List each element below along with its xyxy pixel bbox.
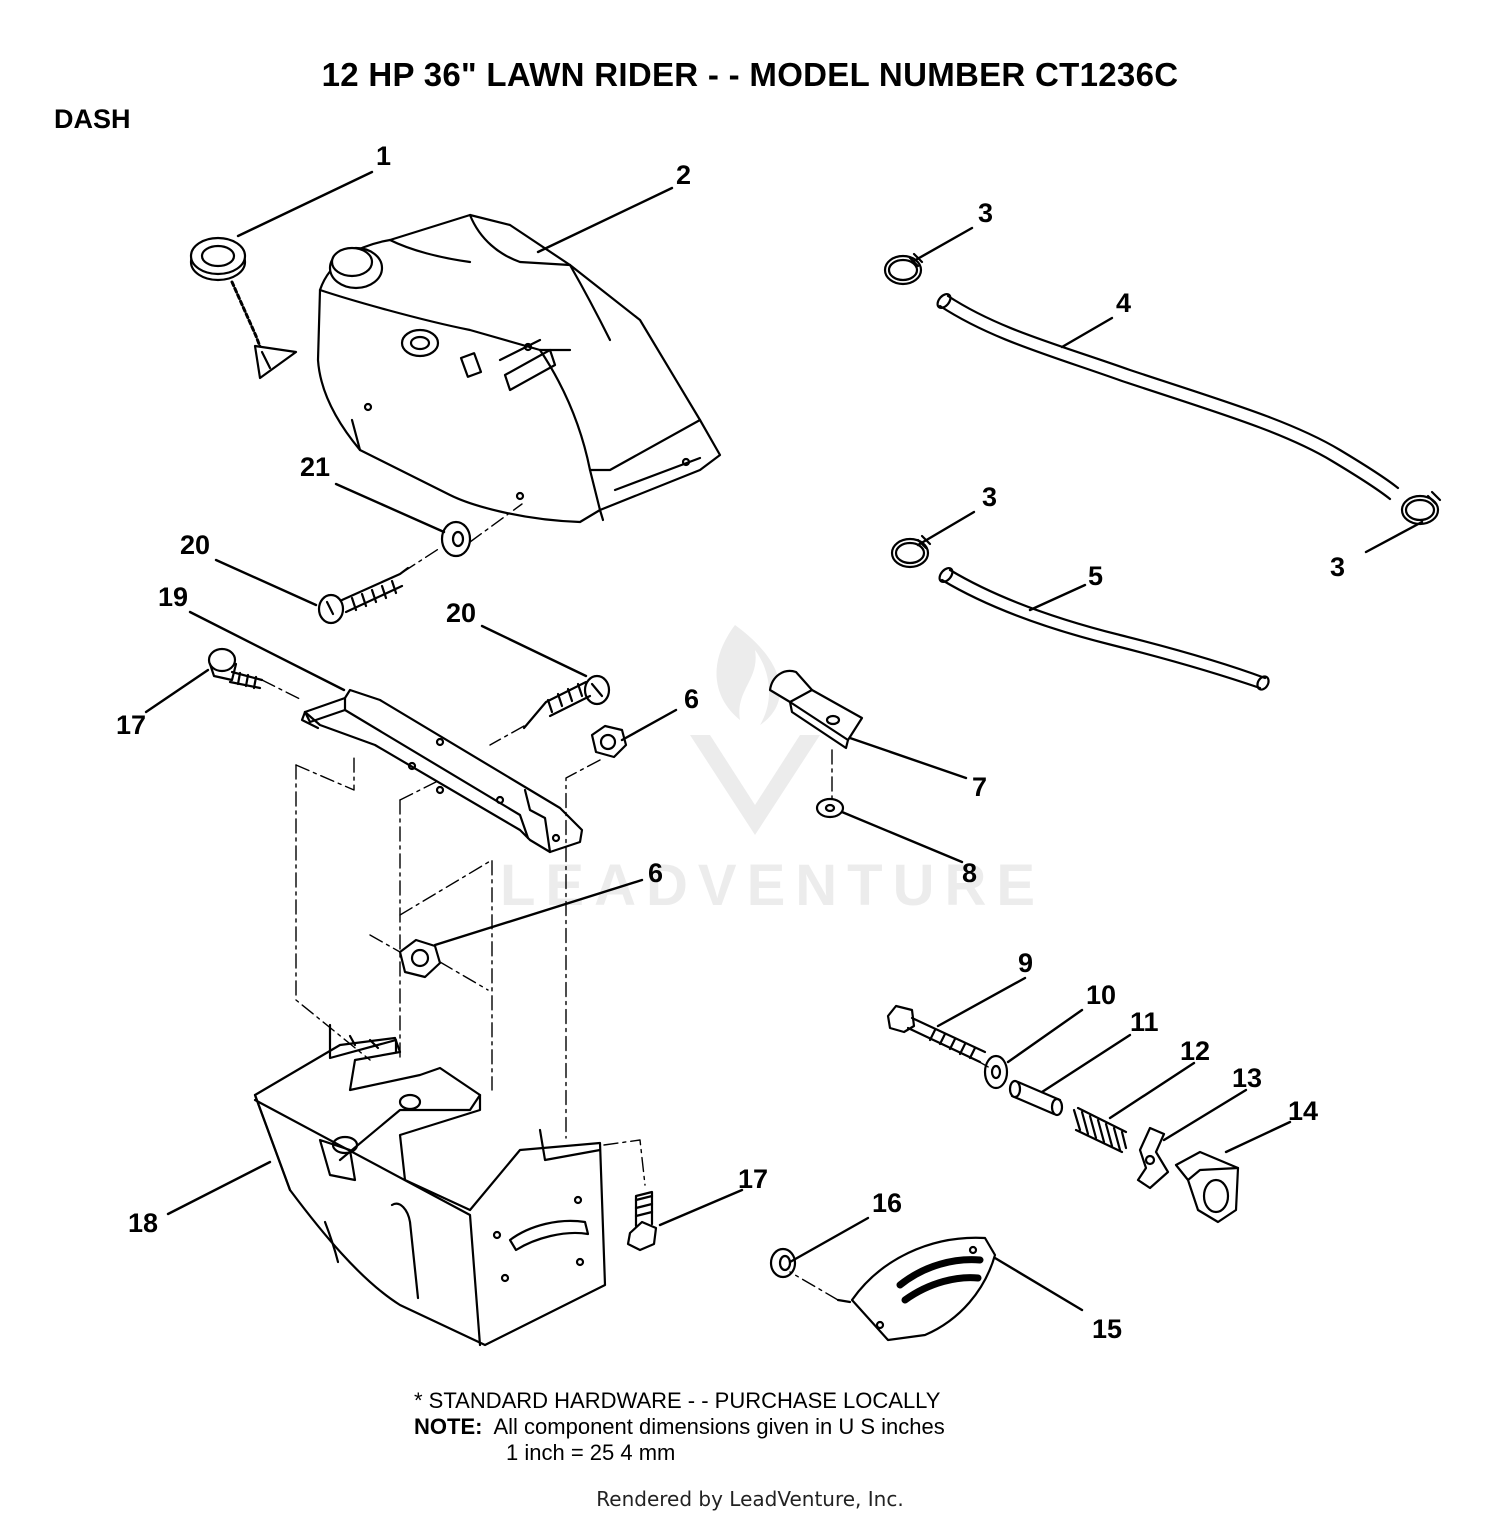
- hose-clamp-part: [883, 252, 1442, 569]
- dash-panel-part: [253, 1023, 607, 1347]
- bushing-block-part: [1174, 1150, 1240, 1224]
- callout-20a: 20: [180, 530, 210, 560]
- callout-labels: 1 2 3 3 3 4 5 6 6 7 8 9 10 11 12 13 14 1…: [116, 141, 1345, 1344]
- fuel-cap-part: [189, 236, 298, 380]
- dimensions-note: NOTE: All component dimensions given in …: [414, 1414, 945, 1440]
- screw-part: [317, 566, 611, 730]
- fuel-line-long-part: [936, 292, 1400, 501]
- callout-15: 15: [1092, 1314, 1122, 1344]
- bolt-part: [886, 1004, 987, 1064]
- standard-hardware-note: * STANDARD HARDWARE - - PURCHASE LOCALLY: [414, 1388, 941, 1413]
- callout-14: 14: [1288, 1096, 1318, 1126]
- watermark-text: LEADVENTURE: [500, 853, 1046, 918]
- note-text: All component dimensions given in U S in…: [493, 1414, 945, 1439]
- washer-21-part: [440, 520, 472, 558]
- callout-4: 4: [1116, 288, 1131, 318]
- callout-9: 9: [1018, 948, 1033, 978]
- callout-2: 2: [676, 160, 691, 190]
- callout-3a: 3: [978, 198, 993, 228]
- callout-17a: 17: [116, 710, 146, 740]
- washer-10-part: [983, 1054, 1009, 1090]
- clip-13-part: [1136, 1126, 1170, 1190]
- callout-6b: 6: [648, 858, 663, 888]
- callout-17b: 17: [738, 1164, 768, 1194]
- callout-1: 1: [376, 141, 391, 171]
- washer-part: [815, 797, 845, 819]
- callout-19: 19: [158, 582, 188, 612]
- watermark-logo: [690, 625, 820, 835]
- callout-5: 5: [1088, 561, 1103, 591]
- leader-lines: [144, 170, 1424, 1312]
- callout-3b: 3: [982, 482, 997, 512]
- note-label: NOTE:: [414, 1414, 483, 1439]
- dash-shroud-part: [316, 213, 722, 524]
- clip-bracket-part: [768, 669, 864, 750]
- section-label: DASH: [54, 104, 131, 134]
- notes-block: * STANDARD HARDWARE - - PURCHASE LOCALLY…: [414, 1388, 945, 1466]
- diagram-title: 12 HP 36" LAWN RIDER - - MODEL NUMBER CT…: [321, 56, 1179, 93]
- throttle-plate-part: [836, 1236, 997, 1342]
- callout-12: 12: [1180, 1036, 1210, 1066]
- callout-3c: 3: [1330, 552, 1345, 582]
- callout-13: 13: [1232, 1063, 1262, 1093]
- footer-credit: Rendered by LeadVenture, Inc.: [596, 1487, 904, 1511]
- conversion-note: 1 inch = 25 4 mm: [506, 1440, 676, 1465]
- callout-16: 16: [872, 1188, 902, 1218]
- spring-part: [1072, 1106, 1128, 1154]
- hex-nut-part: [398, 724, 628, 979]
- callout-6a: 6: [684, 684, 699, 714]
- callout-8: 8: [962, 858, 977, 888]
- callout-20b: 20: [446, 598, 476, 628]
- fuel-line-short-part: [938, 566, 1270, 691]
- shoulder-bolt-part: [207, 647, 658, 1252]
- callout-10: 10: [1086, 980, 1116, 1010]
- callout-18: 18: [128, 1208, 158, 1238]
- assembly-lines: [261, 503, 991, 1301]
- callout-11: 11: [1130, 1007, 1159, 1037]
- callout-21: 21: [300, 452, 330, 482]
- support-bracket-part: [300, 688, 584, 854]
- callout-7: 7: [972, 772, 987, 802]
- spacer-part: [1008, 1079, 1064, 1117]
